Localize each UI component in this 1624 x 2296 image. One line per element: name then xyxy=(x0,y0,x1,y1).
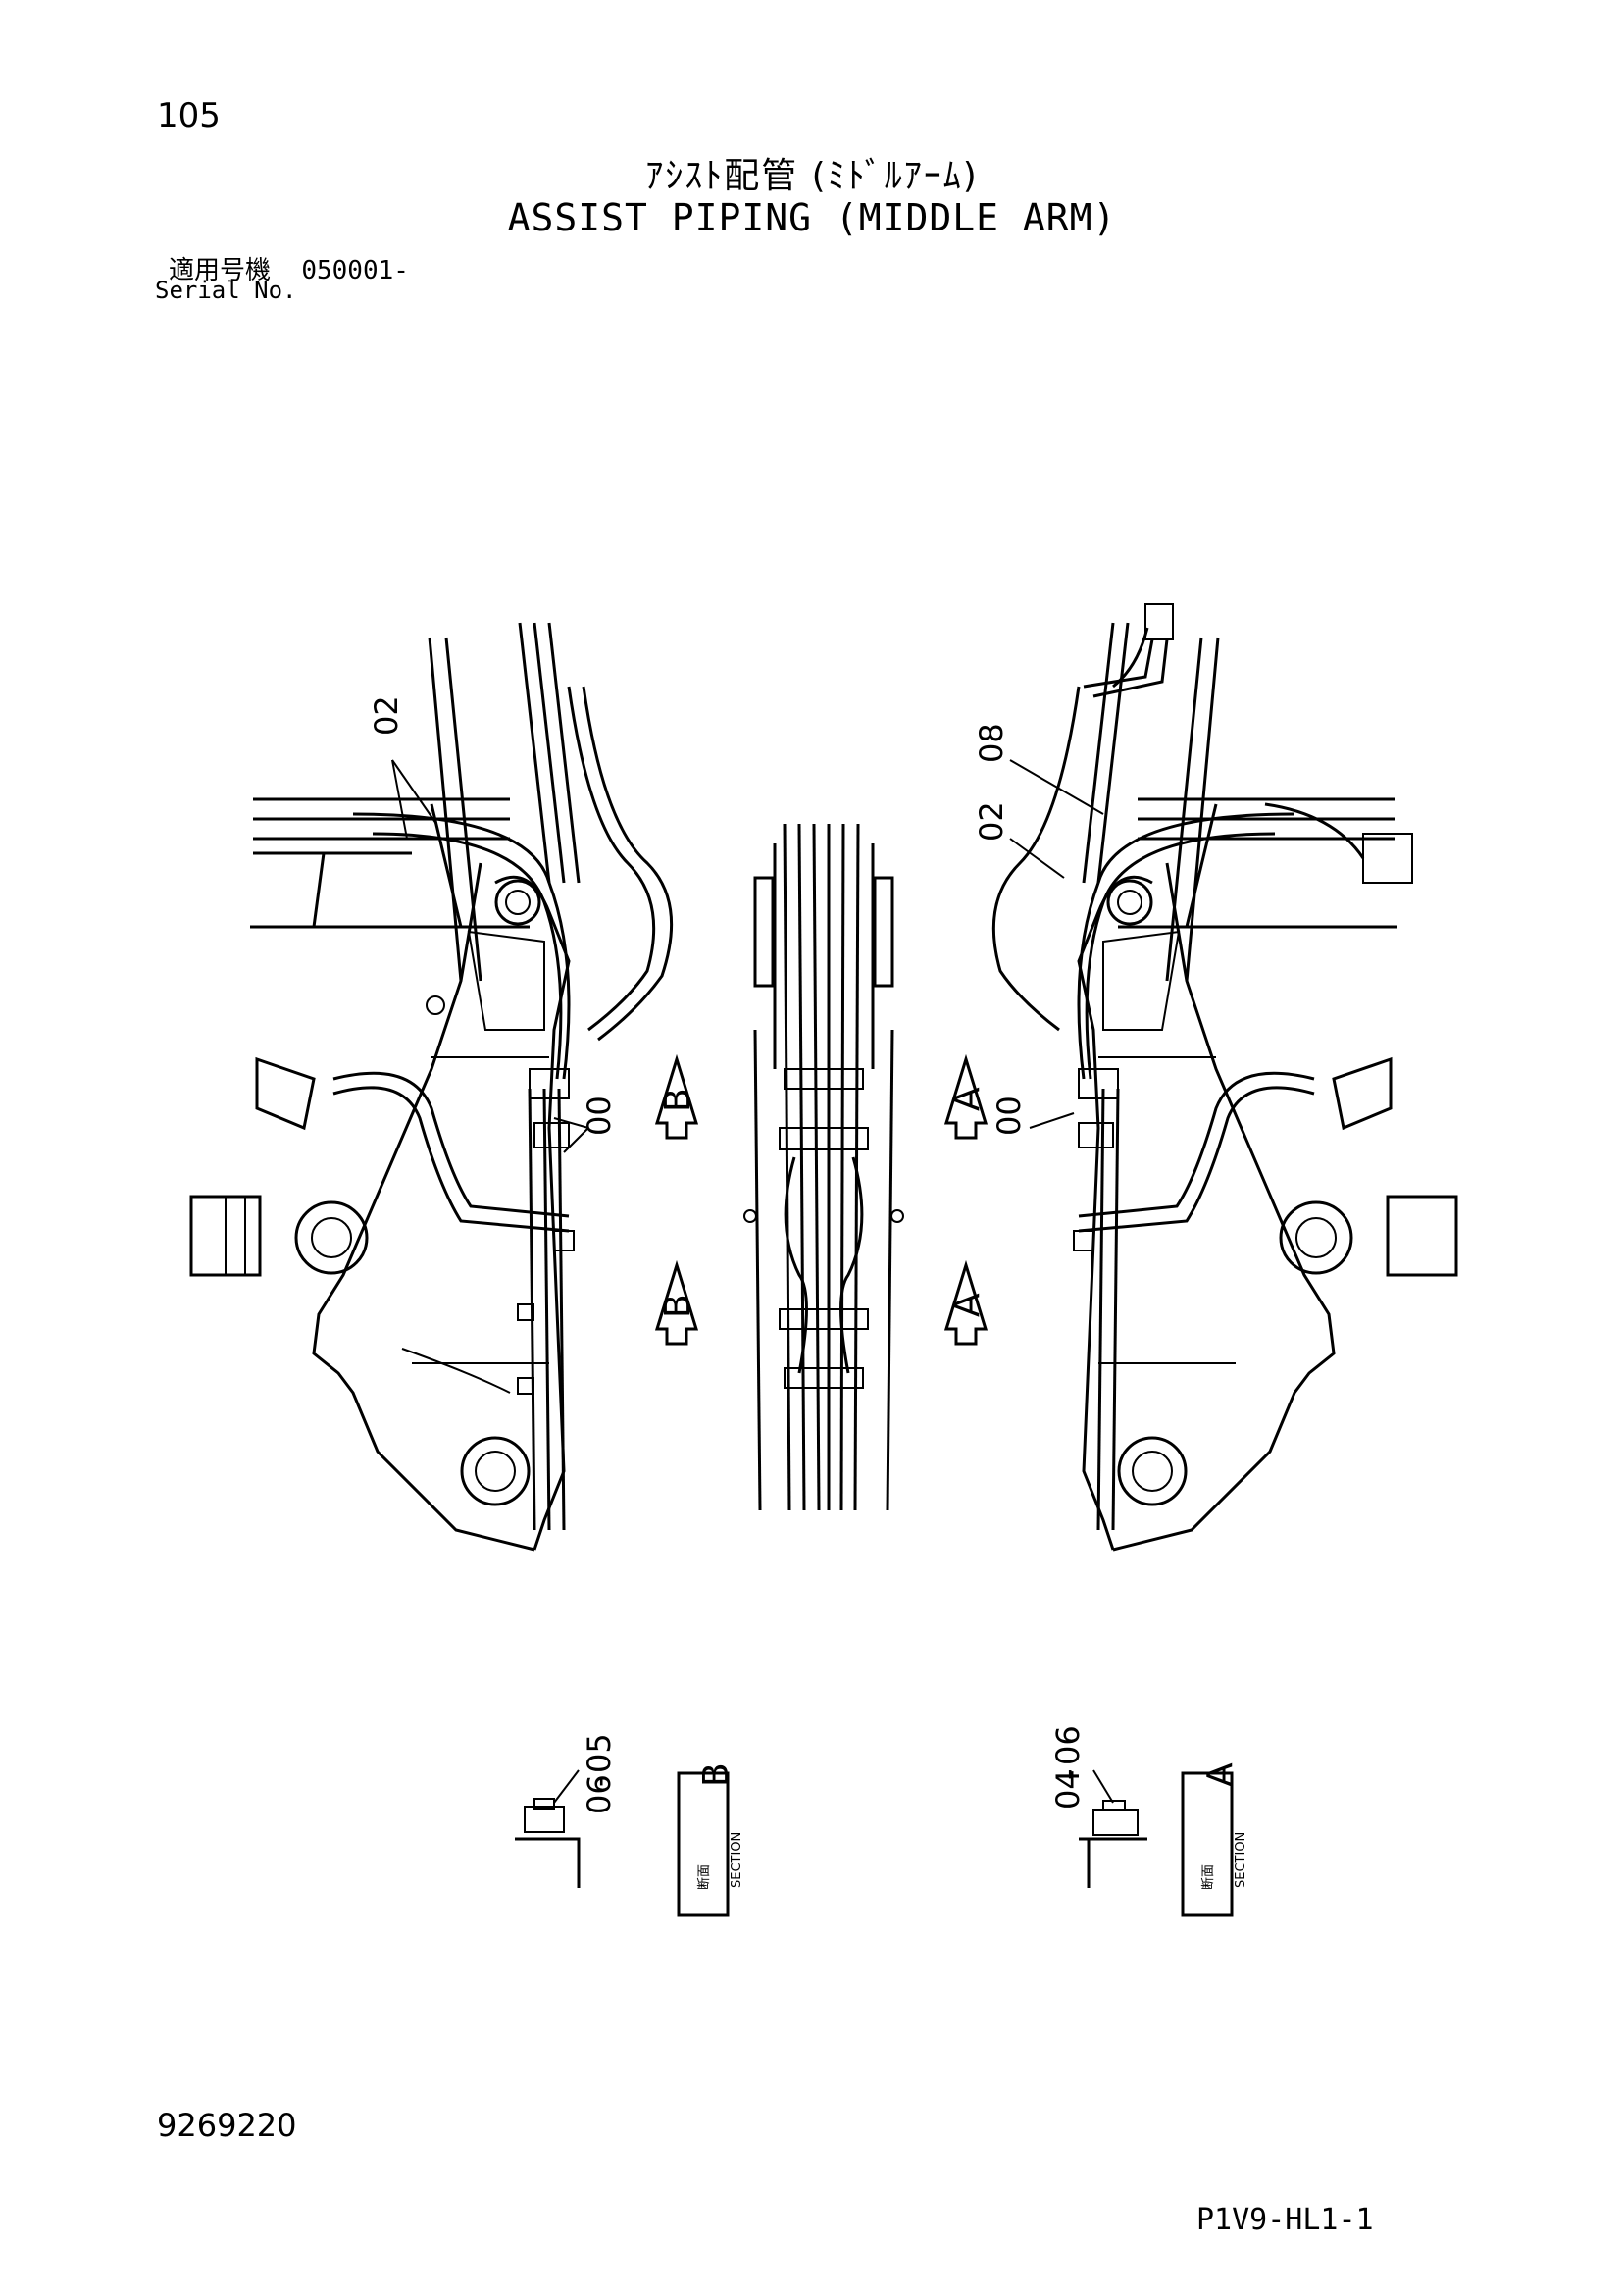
callout-label: 00 xyxy=(990,1096,1028,1136)
right-top-connector xyxy=(1083,603,1413,884)
drawing-code: P1V9-HL1-1 xyxy=(1196,2203,1374,2237)
title-english: ASSIST PIPING (MIDDLE ARM) xyxy=(507,196,1117,239)
section-a-detail: 06 - 04 xyxy=(1049,1725,1147,1888)
callout-label-06: 06 xyxy=(1049,1725,1087,1765)
section-a-label: A 断面 SECTION xyxy=(1181,1762,1248,1917)
section-word: SECTION xyxy=(730,1832,744,1888)
callout-left-02: 02 xyxy=(368,695,437,840)
callout-label: 08 xyxy=(973,723,1010,763)
page-number: 105 xyxy=(157,96,221,135)
section-kanji: 断面 xyxy=(697,1864,712,1890)
section-letter-b: B xyxy=(696,1762,736,1787)
right-arm-view xyxy=(991,622,1458,1552)
callout-label: 02 xyxy=(368,695,405,736)
section-letter-a: A xyxy=(1200,1762,1241,1787)
callout-label: 02 xyxy=(973,801,1010,842)
left-arm-view xyxy=(189,622,674,1552)
center-arm-view xyxy=(743,823,904,1511)
callout-label-04: 04 xyxy=(1049,1769,1087,1810)
callout-right-00: 00 xyxy=(990,1096,1075,1136)
section-b-detail: 05 06 - xyxy=(515,1733,618,1888)
view-arrow-left-upper: B xyxy=(654,1053,699,1140)
serial-label-english: Serial No. xyxy=(155,277,297,304)
serial-value: 050001- xyxy=(301,256,409,285)
serial-label-jp: 適用号機 xyxy=(169,256,272,285)
callout-dash: - xyxy=(581,1775,618,1787)
callout-dash: - xyxy=(1049,1768,1087,1780)
section-word: SECTION xyxy=(1234,1832,1248,1888)
arrow-letter-a-upper: A xyxy=(947,1087,988,1111)
title-japanese: ｱｼｽﾄ配管 (ﾐﾄﾞﾙｱｰﾑ) xyxy=(645,156,979,196)
callout-right-02: 02 xyxy=(973,801,1065,879)
callout-right-08: 08 xyxy=(973,723,1104,815)
callout-left-00: 00 xyxy=(553,1096,618,1153)
arrow-letter-a-lower: A xyxy=(947,1293,988,1317)
arrow-letter-b-lower: B xyxy=(658,1294,698,1318)
callout-label-05: 05 xyxy=(581,1733,618,1773)
section-b-label: B 断面 SECTION xyxy=(677,1762,744,1917)
serial-line-japanese: 適用号機 050001- xyxy=(169,250,409,286)
view-arrow-right-upper: A xyxy=(943,1053,989,1140)
callout-label-06: 06 xyxy=(581,1774,618,1814)
document-number: 9269220 xyxy=(157,2107,297,2144)
arrow-letter-b-upper: B xyxy=(658,1088,698,1112)
section-kanji: 断面 xyxy=(1201,1864,1216,1890)
view-arrow-right-lower: A xyxy=(943,1259,989,1346)
view-arrow-left-lower: B xyxy=(654,1259,699,1346)
